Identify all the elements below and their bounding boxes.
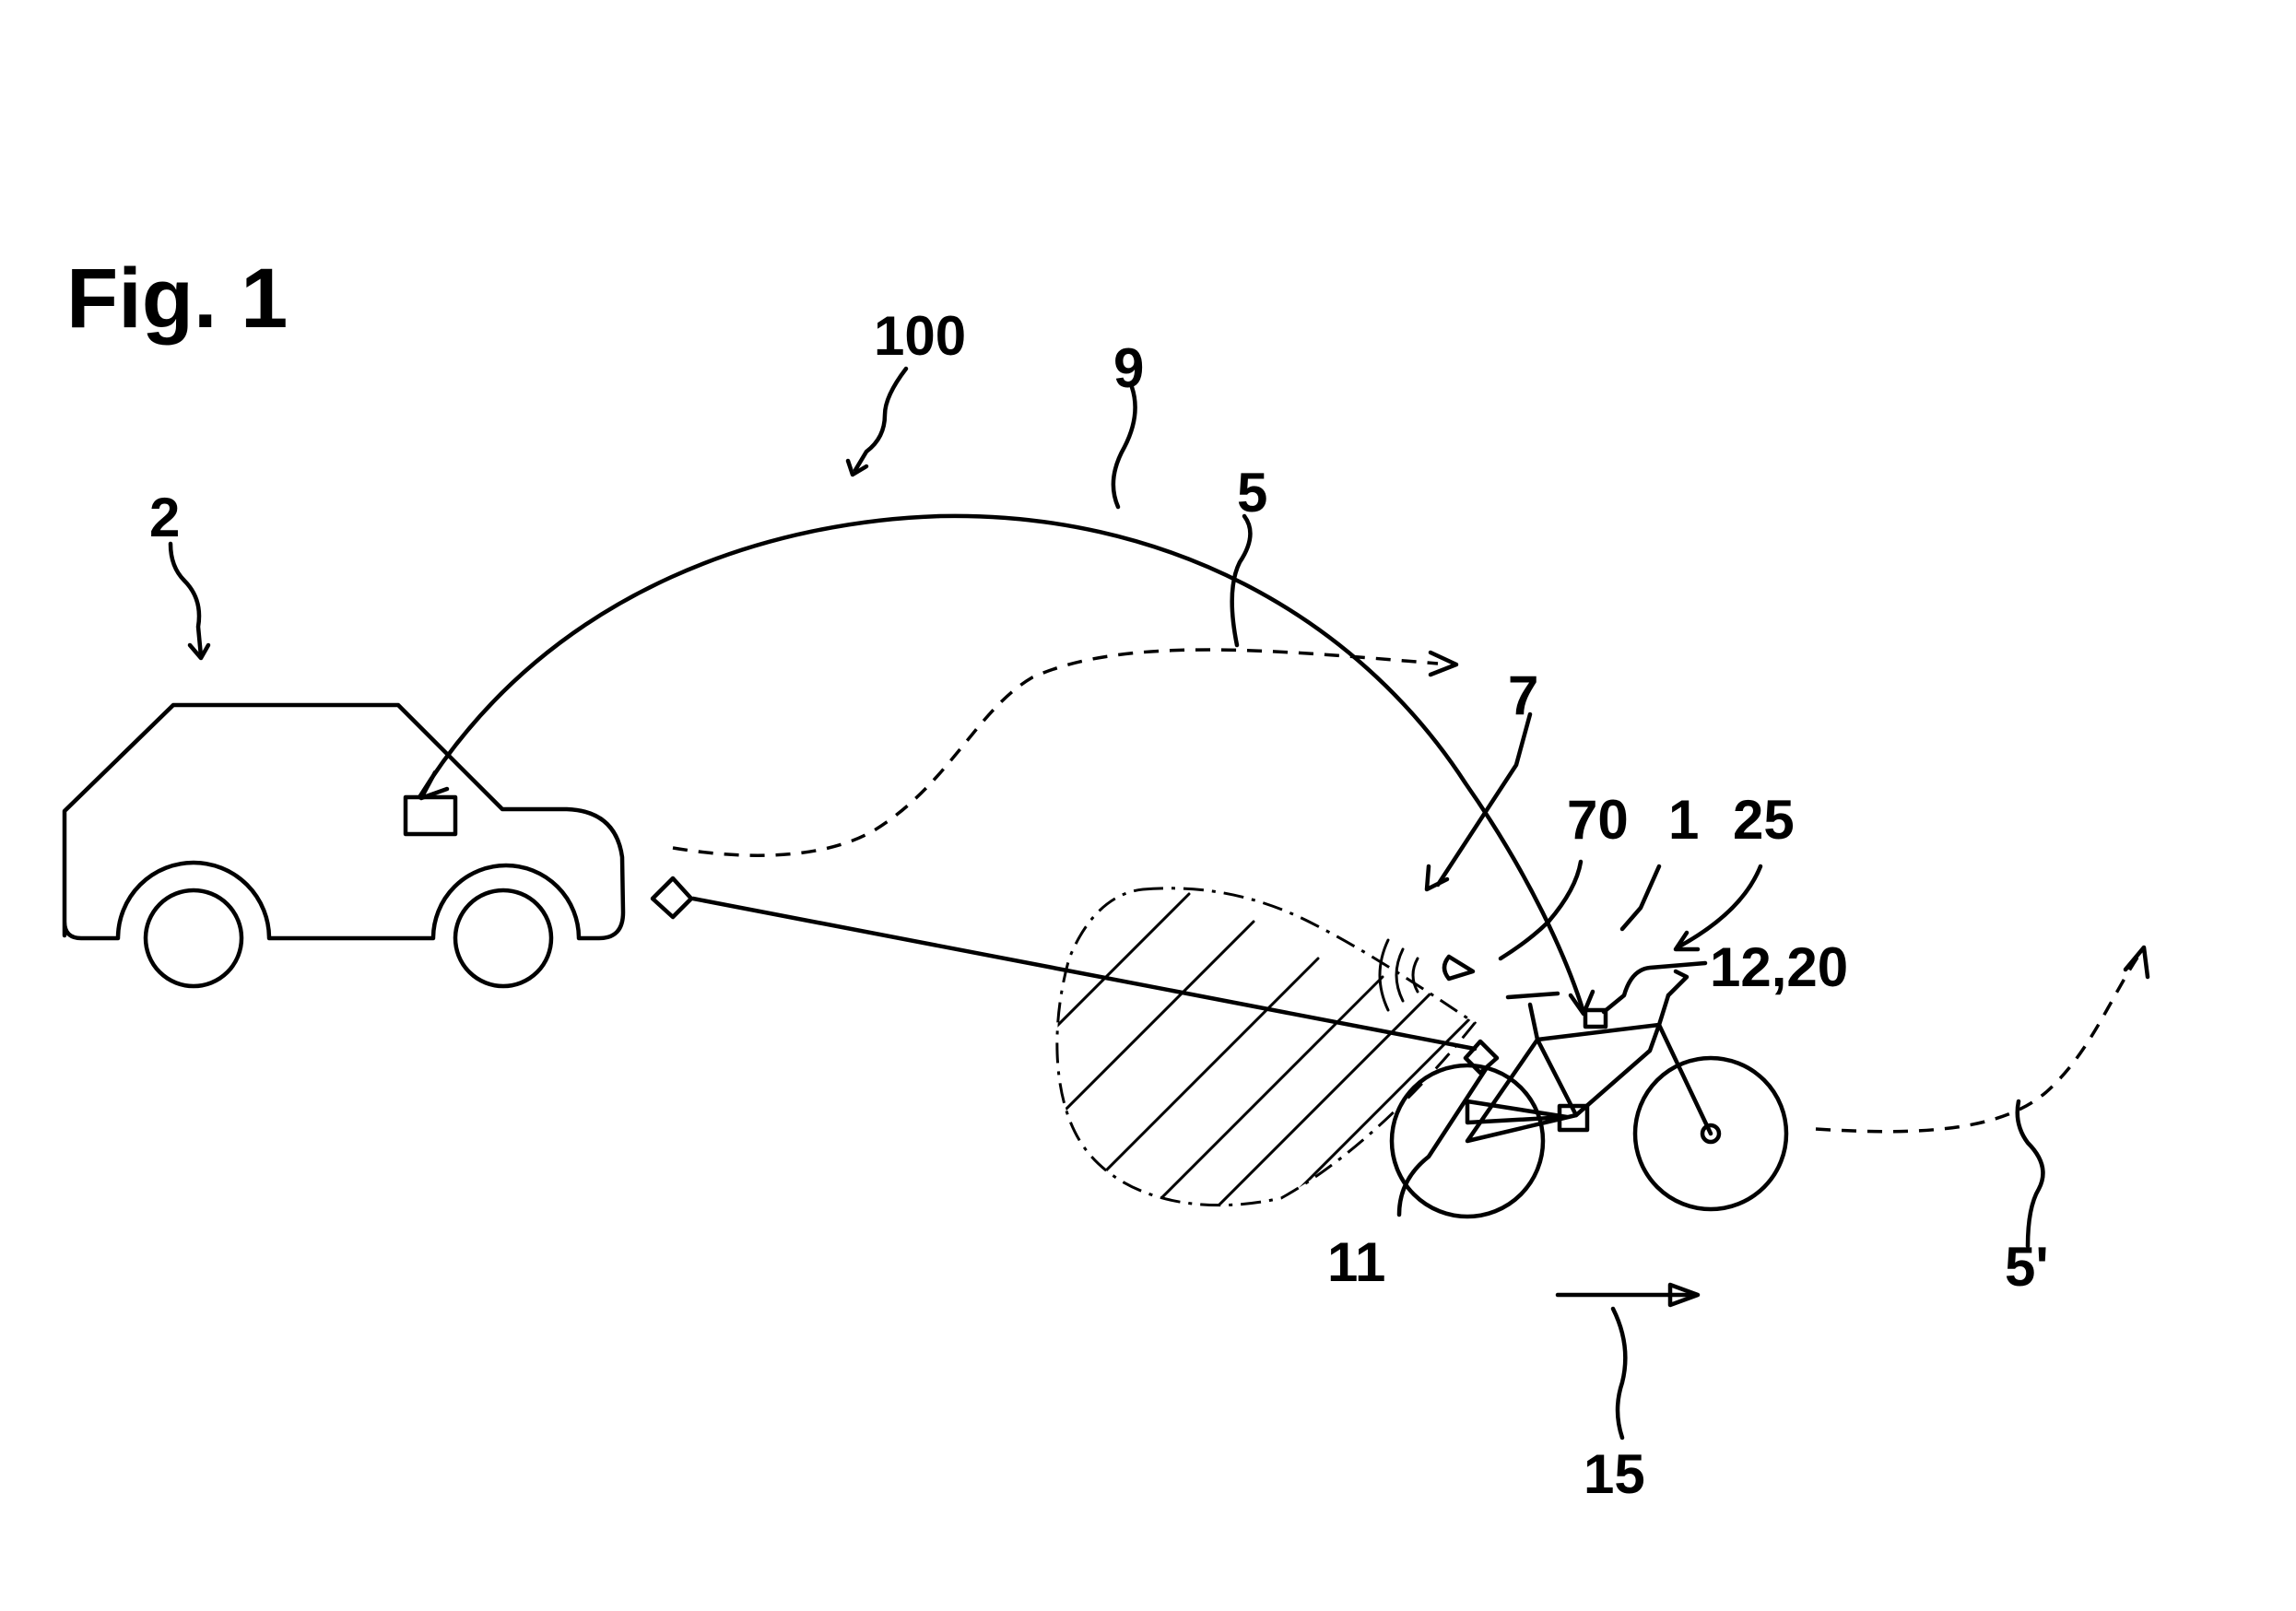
label-system: 100 <box>874 305 966 367</box>
predicted-path-prime-arrowhead <box>2123 945 2150 980</box>
bike-marker-diamond <box>1463 1039 1500 1076</box>
car-marker-diamond <box>650 876 694 920</box>
comm-arc-arrowhead-car <box>418 770 450 801</box>
label-link: 9 <box>1113 337 1144 399</box>
figure-title: Fig. 1 <box>66 252 288 346</box>
sensor-emitter <box>1378 938 1476 1012</box>
bike-control-box <box>1583 1007 1608 1029</box>
leader-lines <box>168 366 2045 1440</box>
label-direction: 15 <box>1584 1443 1645 1505</box>
comm-arc <box>417 513 1586 1015</box>
car-outline <box>62 702 694 989</box>
predicted-path <box>672 648 1439 857</box>
sensor-icon <box>1442 954 1476 982</box>
label-control: 12,20 <box>1710 936 1848 998</box>
label-sensor: 70 <box>1567 789 1629 851</box>
label-marker: 11 <box>1327 1231 1385 1293</box>
label-bicycle: 1 <box>1668 789 1699 851</box>
predicted-path-prime <box>1815 947 2145 1134</box>
car-front-wheel <box>453 888 554 989</box>
car-control-box <box>403 794 458 837</box>
marker-link-line <box>690 896 1478 1052</box>
label-path-prime: 5' <box>2005 1236 2049 1298</box>
bike-rear-wheel <box>1389 1063 1546 1219</box>
bike-front-wheel <box>1632 1055 1789 1212</box>
label-car: 2 <box>149 487 180 548</box>
direction-arrowhead <box>1667 1282 1701 1308</box>
car-rear-wheel <box>143 888 244 989</box>
bicycle <box>1389 969 1789 1219</box>
label-path: 5 <box>1237 462 1267 523</box>
predicted-path-arrowhead <box>1428 650 1459 677</box>
label-unit: 25 <box>1733 789 1795 851</box>
label-sensor-zone: 7 <box>1508 664 1538 726</box>
